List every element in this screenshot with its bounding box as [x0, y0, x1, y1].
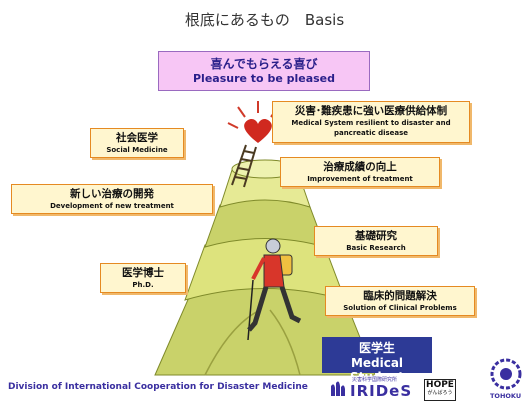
box-disaster-jp: 災害･難疾患に強い医療供給体制: [294, 105, 448, 117]
box-treatment-improve-en: Improvement of treatment: [307, 175, 413, 183]
box-clinical-jp: 臨床的問題解決: [363, 290, 437, 302]
student-jp: 医学生: [358, 341, 395, 355]
student-en: Medical Student: [350, 356, 404, 384]
top-goal-banner: 喜んでもらえる喜び Pleasure to be pleased: [158, 51, 370, 91]
box-new-treatment-jp: 新しい治療の開発: [70, 188, 154, 200]
box-new-treatment-en: Development of new treatment: [50, 202, 174, 210]
irides-subtitle: 災害科学国際研究所: [352, 377, 398, 383]
box-phd: 医学博士 Ph.D.: [100, 263, 186, 293]
box-basic-en: Basic Research: [346, 244, 406, 252]
tohoku-emblem-icon: [490, 358, 522, 390]
box-social-en: Social Medicine: [106, 146, 168, 154]
box-disaster-en1: Medical System resilient to disaster and: [291, 119, 451, 127]
top-goal-jp: 喜んでもらえる喜び: [210, 57, 318, 71]
box-disaster-resilient-system: 災害･難疾患に強い医療供給体制 Medical System resilient…: [272, 101, 470, 143]
box-social-jp: 社会医学: [116, 132, 158, 144]
irides-logo-icon: [331, 381, 345, 396]
box-social-medicine: 社会医学 Social Medicine: [90, 128, 184, 158]
box-phd-en: Ph.D.: [132, 281, 154, 289]
hope-text: HOPE: [426, 380, 454, 390]
box-treatment-improve-jp: 治療成績の向上: [323, 161, 397, 173]
box-treatment-improvement: 治療成績の向上 Improvement of treatment: [280, 157, 440, 187]
box-clinical-problems: 臨床的問題解決 Solution of Clinical Problems: [325, 286, 475, 316]
footer-division-name: Division of International Cooperation fo…: [8, 382, 308, 392]
medical-student-box: 医学生 Medical Student: [322, 337, 432, 384]
tohoku-text: TOHOKU: [490, 392, 522, 400]
irides-logo-text: IRIDeS: [350, 382, 413, 400]
hope-subtext: がんばろう: [427, 390, 453, 396]
box-basic-jp: 基礎研究: [355, 230, 397, 242]
box-new-treatment: 新しい治療の開発 Development of new treatment: [11, 184, 213, 214]
hope-logo: HOPE がんばろう: [424, 379, 456, 401]
box-clinical-en: Solution of Clinical Problems: [343, 304, 457, 312]
top-goal-en: Pleasure to be pleased: [192, 72, 336, 85]
page-title: 根底にあるもの Basis: [184, 11, 345, 29]
mountain-illustration: [154, 101, 376, 376]
box-basic-research: 基礎研究 Basic Research: [314, 226, 438, 256]
box-phd-jp: 医学博士: [122, 267, 164, 279]
box-disaster-en2: pancreatic disease: [333, 129, 409, 137]
